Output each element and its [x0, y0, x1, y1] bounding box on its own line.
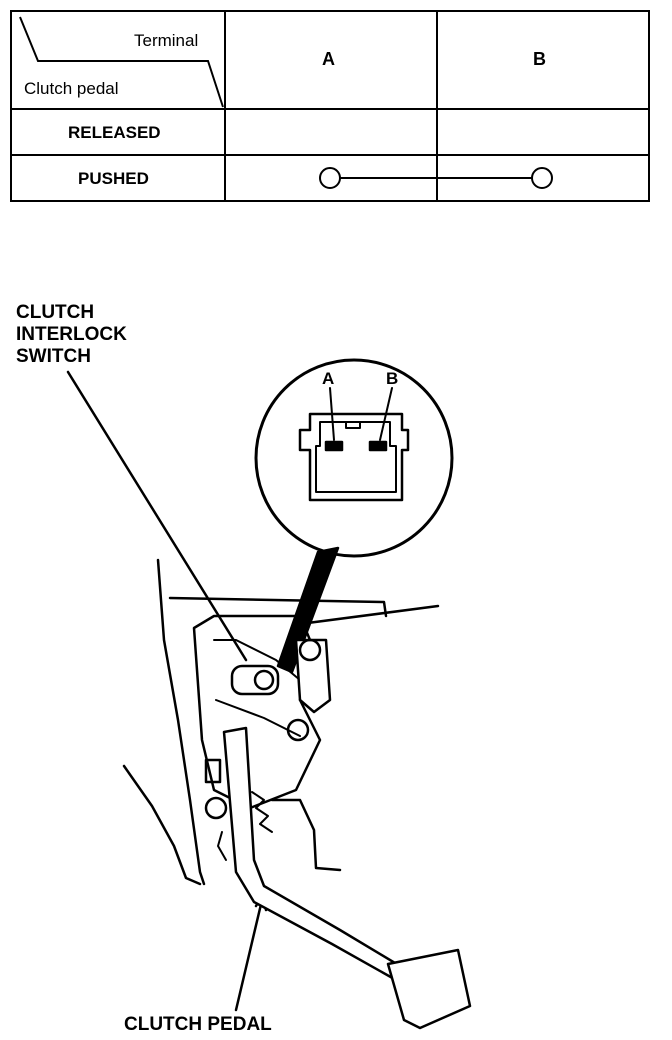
row-label-released: RELEASED [68, 123, 161, 142]
pushrod-top [298, 638, 322, 662]
pedal-stop [204, 758, 222, 784]
pivot-bolt [204, 796, 228, 820]
table-divider-row-1 [12, 108, 648, 110]
table-divider-row-2 [12, 154, 648, 156]
clutch-interlock-switch-label: CLUTCH INTERLOCK SWITCH [16, 302, 127, 368]
dash-line [298, 604, 440, 626]
pedal-leader-line [234, 898, 264, 1012]
row-label-pushed: PUSHED [78, 169, 149, 188]
column-header-b: B [533, 49, 546, 69]
continuity-indicator-pushed [319, 167, 553, 189]
connector-terminal-a-label: A [322, 369, 335, 388]
switch-label-line-2: INTERLOCK [16, 324, 127, 345]
corner-clutch-pedal-label: Clutch pedal [24, 79, 119, 98]
clutch-pedal-arm [222, 726, 402, 982]
floor-edge [122, 764, 202, 886]
magnified-connector-circle [254, 358, 454, 558]
firewall-edge [156, 558, 206, 886]
corner-terminal-label: Terminal [134, 31, 199, 50]
connector-pin-a [324, 440, 344, 452]
clutch-pedal-label: CLUTCH PEDAL [124, 1014, 272, 1035]
pushrod-clevis [286, 718, 310, 742]
connector-terminal-b-label: B [386, 369, 399, 388]
column-header-a: A [322, 49, 335, 69]
bracket-detail-1 [213, 639, 301, 681]
switch-leader-line [66, 370, 248, 662]
terminal-b-circle [531, 167, 553, 189]
floor-bracket [270, 798, 342, 872]
table-divider-col-2 [436, 12, 438, 200]
clutch-pedal-pad [386, 948, 472, 1030]
continuity-table: Terminal Clutch pedal A B RELEASED PUSHE… [10, 10, 650, 202]
header-diagonal [19, 16, 224, 108]
dash-edge [168, 596, 388, 618]
pin-b-pointer [379, 387, 393, 441]
switch-label-line-3: SWITCH [16, 346, 91, 367]
return-spring [251, 791, 273, 833]
connector-outline [298, 412, 410, 502]
connector-pin-b [368, 440, 388, 452]
pedal-clip [217, 831, 227, 861]
switch-label-line-1: CLUTCH [16, 302, 95, 323]
magnifier-beam [276, 546, 340, 674]
pedal-bracket [192, 614, 322, 810]
table-divider-col-1 [224, 12, 226, 200]
interlock-switch-plunger [253, 669, 275, 691]
terminal-a-circle [319, 167, 341, 189]
pin-a-pointer [329, 387, 335, 441]
